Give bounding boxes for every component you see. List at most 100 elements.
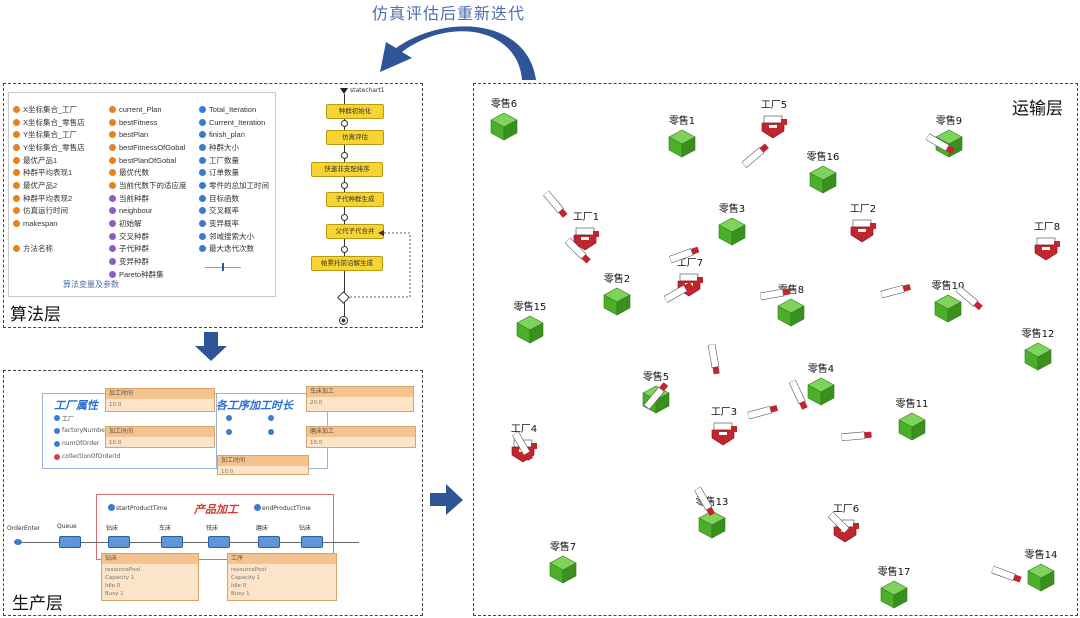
retailer-cube-icon (1023, 341, 1053, 371)
transport-layer-label: 运输层 (1012, 99, 1063, 119)
retailer-node[interactable]: 零售8 (769, 285, 813, 327)
variable-item: 零件的总加工时间 (199, 179, 269, 192)
truck-icon[interactable] (564, 233, 597, 264)
variable-icon (13, 245, 20, 253)
variable-label: bestPlanOfGobal (119, 155, 177, 165)
algorithm-layer-label: 算法层 (10, 305, 61, 325)
variable-label: Pareto种群集 (119, 269, 164, 279)
variable-item: 最优产品2 (13, 179, 85, 192)
flow-node[interactable]: 帕累托前沿解生成 (311, 256, 383, 271)
factory-label: 工厂6 (832, 504, 860, 515)
truck-icon[interactable] (878, 276, 912, 299)
variable-label: 工厂数量 (209, 155, 239, 165)
process-block[interactable] (301, 536, 323, 548)
flow-node[interactable]: 快速非支配排序 (311, 162, 383, 177)
flow-node[interactable]: 子代种群生成 (326, 192, 384, 207)
process-block[interactable] (208, 536, 230, 548)
truck-icon[interactable] (788, 377, 815, 410)
transport-layer-panel: 运输层 零售6 零售1 零售16 零售9 零售3 零售2 零售8 零售10 零售15 零售12 零售… (473, 83, 1078, 616)
factory-node[interactable]: 工厂5 (752, 100, 796, 140)
factory-node[interactable]: 工厂1 (564, 212, 608, 252)
variable-item: 工厂数量 (199, 154, 269, 167)
truck-icon[interactable] (955, 280, 988, 311)
process-block[interactable] (59, 536, 81, 548)
flow-node[interactable]: 种群初始化 (326, 104, 384, 119)
flow-node[interactable]: 父代子代合并 (326, 224, 384, 239)
variable-icon (199, 105, 206, 113)
retailer-label: 零售1 (668, 116, 696, 127)
retailer-label: 零售9 (935, 116, 963, 127)
variable-label: 交叉种群 (119, 231, 149, 241)
truck-icon[interactable] (511, 428, 540, 461)
retailer-node[interactable]: 零售15 (508, 302, 552, 344)
truck-icon[interactable] (693, 483, 722, 516)
variable-icon (13, 207, 20, 215)
variable-icon (109, 270, 116, 278)
process-label: 钻床 (299, 525, 312, 532)
retailer-node[interactable]: 零售4 (799, 364, 843, 406)
truck-icon[interactable] (827, 507, 860, 538)
variable-slider-thumb[interactable] (222, 263, 224, 271)
factory-label: 工厂4 (510, 424, 538, 435)
retailer-node[interactable]: 零售7 (541, 542, 585, 584)
truck-icon[interactable] (542, 186, 573, 218)
factory-node[interactable]: 工厂2 (841, 204, 885, 244)
truck-icon[interactable] (660, 275, 693, 304)
retailer-node[interactable]: 零售16 (801, 152, 845, 194)
variable-label: 订单数量 (209, 168, 239, 178)
truck-icon[interactable] (990, 559, 1025, 583)
truck-icon[interactable] (737, 137, 769, 169)
variable-icon (13, 169, 20, 177)
process-label: 车床 (159, 525, 172, 532)
truck-icon[interactable] (925, 127, 959, 155)
truck-icon[interactable] (638, 377, 669, 410)
retailer-node[interactable]: 零售1 (660, 116, 704, 158)
truck-icon[interactable] (707, 343, 727, 375)
retailer-node[interactable]: 零售11 (890, 399, 934, 441)
process-time-icon (268, 415, 274, 421)
truck-icon[interactable] (667, 239, 700, 264)
retailer-node[interactable]: 零售12 (1016, 329, 1060, 371)
statechart-start-icon (340, 88, 348, 94)
truck-icon[interactable] (759, 280, 791, 301)
variable-icon (13, 105, 20, 113)
variable-icon (199, 143, 206, 151)
variable-label: finish_plan (209, 130, 245, 140)
attribute-icon (54, 454, 60, 460)
retailer-cube-icon (897, 411, 927, 441)
variable-icon (199, 156, 206, 164)
process-block[interactable] (108, 536, 130, 548)
retailer-node[interactable]: 零售2 (595, 274, 639, 316)
truck-icon[interactable] (841, 424, 872, 442)
variable-icon (13, 156, 20, 164)
variable-label: makespan (23, 219, 58, 229)
retailer-node[interactable]: 零售10 (926, 281, 970, 323)
attribute-icon (54, 428, 60, 434)
retailer-cube-icon (602, 286, 632, 316)
retailer-label: 零售8 (777, 285, 805, 296)
retailer-node[interactable]: 零售13 (690, 497, 734, 539)
factory-icon (1032, 234, 1062, 262)
flow-node[interactable]: 仿真评估 (326, 130, 384, 145)
process-block[interactable] (258, 536, 280, 548)
retailer-node[interactable]: 零售14 (1019, 550, 1063, 592)
retailer-cube-icon (667, 128, 697, 158)
retailer-node[interactable]: 零售17 (872, 567, 916, 609)
factory-node[interactable]: 工厂8 (1025, 222, 1069, 262)
retailer-node[interactable]: 零售6 (482, 99, 526, 141)
flow-junction-icon (341, 120, 348, 127)
variable-icon (199, 131, 206, 139)
retailer-node[interactable]: 零售3 (710, 204, 754, 246)
variable-item: Y坐标集合_零售店 (13, 141, 85, 154)
truck-icon[interactable] (745, 397, 779, 420)
process-block[interactable] (161, 536, 183, 548)
retailer-label: 零售2 (603, 274, 631, 285)
factory-node[interactable]: 工厂3 (702, 407, 746, 447)
variable-label: X坐标集合_工厂 (23, 104, 78, 114)
variable-label: 最大迭代次数 (209, 244, 254, 254)
